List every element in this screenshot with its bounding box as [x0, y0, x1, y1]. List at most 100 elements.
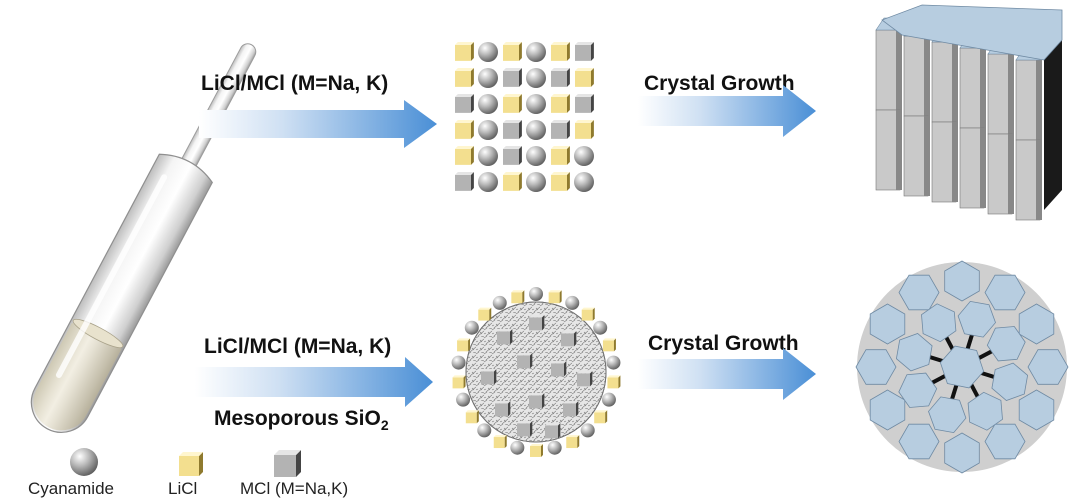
licl-cube — [478, 307, 492, 321]
cyanamide-sphere — [478, 42, 498, 62]
licl-cube — [493, 435, 507, 449]
cyanamide-sphere — [464, 320, 479, 335]
hexagonal-plate — [944, 432, 980, 474]
mcl-cube — [517, 421, 533, 437]
mcl-cube — [455, 94, 474, 113]
mcl-cube — [455, 172, 474, 191]
template-label-subscript: 2 — [380, 417, 389, 434]
cyanamide-sphere — [477, 423, 492, 438]
licl-cube — [551, 42, 570, 61]
mcl-cube — [495, 401, 511, 417]
hexagonal-plate — [986, 326, 1026, 362]
mcl-cube — [561, 331, 577, 347]
licl-cube — [511, 290, 525, 304]
licl-cube — [551, 94, 570, 113]
cyanamide-sphere — [478, 146, 498, 166]
mcl-cube — [575, 42, 594, 61]
cyanamide-sphere — [456, 392, 471, 407]
cyanamide-sphere — [574, 146, 594, 166]
licl-cube — [551, 146, 570, 165]
mcl-cube — [529, 393, 545, 409]
bottom-growth-arrow — [638, 348, 816, 400]
cyanamide-sphere — [478, 68, 498, 88]
licl-cube — [548, 290, 562, 304]
test-tube-icon — [30, 43, 257, 433]
mesoporous-silica-sphere — [451, 287, 621, 457]
cyanamide-sphere — [606, 355, 621, 370]
cyanamide-sphere — [565, 295, 580, 310]
mcl-cube — [551, 361, 567, 377]
mcl-cube — [575, 94, 594, 113]
hexagonal-plate — [984, 274, 1026, 311]
licl-cube — [607, 375, 621, 389]
licl-cube — [530, 444, 543, 457]
columnar-crystal-icon — [875, 4, 1063, 221]
top-growth-arrow — [638, 85, 816, 137]
licl-cube — [452, 375, 466, 389]
mcl-cube — [497, 329, 513, 345]
mcl-cube — [545, 423, 561, 439]
licl-cube — [594, 410, 608, 424]
mcl-cube — [503, 146, 522, 165]
spherical-crystal-aggregate-icon — [855, 260, 1069, 474]
cyanamide-sphere — [526, 172, 546, 192]
sphere-icon — [70, 448, 98, 476]
licl-cube — [503, 42, 522, 61]
top-growth-label: Crystal Growth — [644, 72, 795, 95]
hexagonal-plate — [928, 396, 967, 434]
gray-cube-icon — [274, 450, 301, 477]
cyanamide-sphere — [529, 287, 543, 301]
hexagonal-plate — [898, 423, 940, 460]
top-reaction-arrow — [199, 100, 437, 148]
hexagonal-plate — [1018, 389, 1055, 431]
licl-cube — [551, 172, 570, 191]
legend-label-cyanamide: Cyanamide — [28, 479, 114, 498]
hexagonal-plate — [967, 391, 1003, 431]
cyanamide-sphere — [574, 172, 594, 192]
licl-cube — [465, 410, 479, 424]
mcl-cube — [551, 68, 570, 87]
cyanamide-sphere — [492, 295, 507, 310]
yellow-cube-icon — [179, 452, 203, 476]
hexagonal-plate — [957, 300, 996, 338]
licl-cube — [575, 68, 594, 87]
hexagonal-plate — [855, 349, 897, 385]
mcl-cube — [563, 401, 579, 417]
cyanamide-sphere — [451, 355, 466, 370]
legend-label-mcl: MCl (M=Na,K) — [240, 479, 349, 498]
mcl-cube — [503, 68, 522, 87]
licl-cube — [455, 120, 474, 139]
licl-cube — [581, 307, 595, 321]
mcl-cube — [481, 369, 497, 385]
cyanamide-sphere — [547, 440, 562, 455]
salt-mixture-grid — [455, 42, 594, 192]
bottom-reaction-label: LiCl/MCl (M=Na, K) — [204, 335, 392, 358]
cyanamide-sphere — [526, 94, 546, 114]
hexagonal-plate — [921, 303, 957, 343]
cyanamide-sphere — [526, 120, 546, 140]
cyanamide-sphere — [526, 68, 546, 88]
legend-label-licl: LiCl — [168, 479, 198, 498]
cyanamide-sphere — [526, 146, 546, 166]
template-label: Mesoporous SiO2 — [214, 407, 389, 433]
licl-cube — [575, 120, 594, 139]
template-label-text: Mesoporous SiO — [214, 407, 381, 430]
licl-cube — [503, 172, 522, 191]
licl-cube — [455, 68, 474, 87]
mcl-cube — [551, 120, 570, 139]
cyanamide-sphere — [510, 440, 525, 455]
licl-cube — [457, 338, 471, 352]
cyanamide-sphere — [601, 392, 616, 407]
cyanamide-sphere — [478, 172, 498, 192]
cyanamide-sphere — [526, 42, 546, 62]
hexagonal-plate — [869, 303, 906, 345]
mcl-cube — [529, 315, 545, 331]
mcl-cube — [517, 353, 533, 369]
bottom-reaction-arrow — [195, 357, 433, 407]
licl-cube — [455, 42, 474, 61]
hexagonal-plate — [898, 372, 938, 408]
hexagonal-plate — [939, 345, 985, 389]
hexagonal-plate — [895, 333, 933, 372]
bottom-growth-label: Crystal Growth — [648, 332, 799, 355]
licl-cube — [455, 146, 474, 165]
